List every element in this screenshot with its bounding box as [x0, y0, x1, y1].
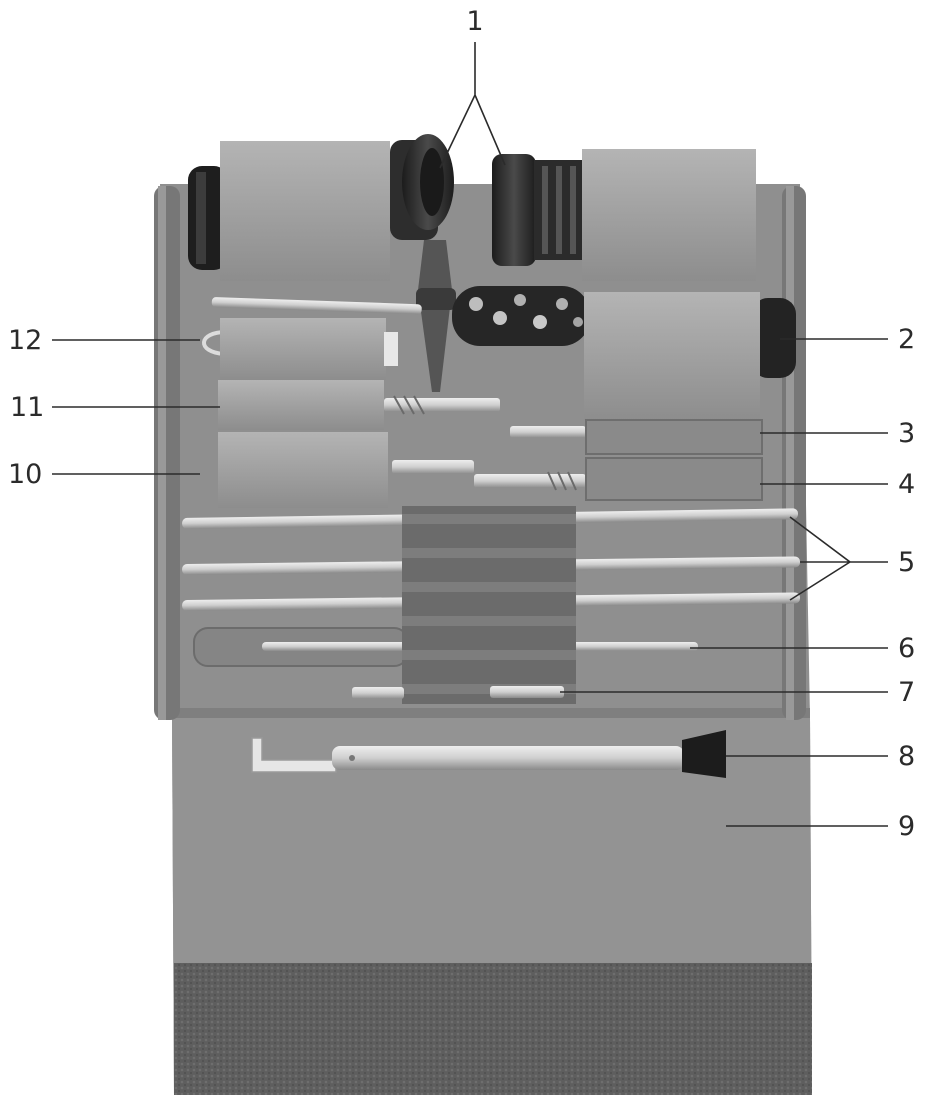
callout-labels: 1 2 3 4 5 6 7 8 9 10 11 12: [8, 6, 915, 842]
strap-left-10: [218, 432, 388, 508]
bits-row-2: [392, 460, 586, 491]
tool-7: [352, 686, 564, 699]
center-ribbed-band: [402, 506, 576, 704]
bit-item-3: [510, 426, 586, 438]
bore-brush-right: [752, 298, 796, 378]
scraper-brush: [251, 730, 726, 778]
leader-lines: [52, 42, 888, 827]
pocket-3: [585, 419, 763, 455]
callout-6: 6: [898, 633, 915, 664]
velcro-strip: [174, 963, 812, 1095]
callout-7: 7: [898, 677, 915, 708]
callout-2: 2: [898, 324, 915, 355]
callout-4: 4: [898, 469, 915, 500]
callout-3: 3: [898, 418, 915, 449]
black-handle: [452, 286, 590, 346]
leader-5: [789, 516, 888, 601]
bits-row-1: [384, 395, 500, 415]
cap-fitting-right: [492, 154, 584, 266]
callout-12: 12: [8, 325, 42, 356]
strap-left-12-tab: [384, 332, 398, 366]
strap-top-left: [220, 141, 390, 281]
leader-1: [439, 42, 506, 169]
rod-top: [211, 297, 422, 315]
wire-loop: [202, 330, 227, 356]
callout-9: 9: [898, 811, 915, 842]
chamber-brush-left: [188, 166, 228, 270]
callout-10: 10: [8, 459, 42, 490]
strap-left-12: [220, 318, 386, 380]
pocket-4: [585, 457, 763, 501]
cap-fitting-left: [390, 134, 454, 240]
callout-11: 11: [10, 392, 44, 423]
callout-8: 8: [898, 741, 915, 772]
strap-mid-right: [584, 292, 760, 420]
strap-top-right: [582, 149, 756, 281]
t-handle: [416, 240, 456, 392]
strap-left-11: [218, 380, 384, 430]
callout-1: 1: [466, 6, 483, 37]
callout-5: 5: [898, 547, 915, 578]
